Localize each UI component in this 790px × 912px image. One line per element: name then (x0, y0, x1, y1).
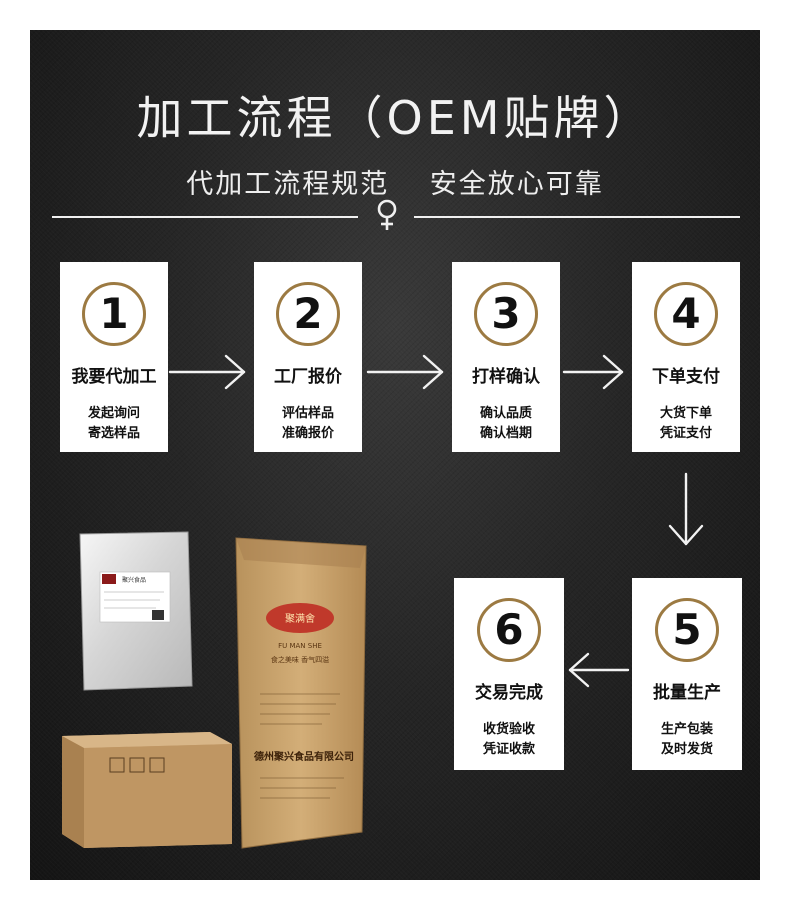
step-desc-line: 生产包装 (660, 722, 713, 737)
step-desc-line: 发起询问 (87, 406, 140, 421)
step-number: 5 (655, 598, 719, 662)
step-title: 下单支付 (652, 367, 720, 387)
step-card-6: 6 交易完成 收货验收 凭证收款 (454, 578, 564, 770)
pouch-label: 聚兴食品 (122, 576, 146, 584)
step-desc-line: 寄选样品 (87, 426, 140, 441)
step-desc-line: 凭证收款 (482, 742, 535, 757)
step-number: 4 (654, 282, 718, 346)
female-symbol-icon (377, 199, 397, 230)
step-number: 3 (474, 282, 538, 346)
step-description: 大货下单 凭证支付 (632, 404, 740, 444)
bag-slogan: 食之美味 香气四溢 (271, 655, 329, 664)
step-title: 工厂报价 (274, 367, 342, 387)
step-desc-line: 及时发货 (660, 742, 713, 757)
divider-line-left (52, 216, 358, 218)
step-desc-line: 确认品质 (479, 406, 532, 421)
step-number: 6 (477, 598, 541, 662)
step-card-2: 2 工厂报价 评估样品 准确报价 (254, 262, 362, 452)
process-board: 加工流程（OEM贴牌） 代加工流程规范 安全放心可靠 1 我要代加工 发起询问 … (30, 30, 760, 880)
step-desc-line: 准确报价 (281, 426, 334, 441)
step-desc-line: 大货下单 (659, 406, 712, 421)
step-title: 批量生产 (653, 683, 721, 703)
step-title: 打样确认 (472, 367, 540, 387)
bag-company: 德州聚兴食品有限公司 (253, 750, 354, 763)
product-packaging-image: 聚兴食品 聚满舍 FU MAN SHE 食之美味 香气四溢 (62, 531, 367, 849)
bag-brand: 聚满舍 (285, 612, 315, 625)
step-number: 1 (82, 282, 146, 346)
divider-line-right (414, 216, 740, 218)
step-description: 评估样品 准确报价 (254, 404, 362, 444)
foil-pouch: 聚兴食品 (79, 531, 193, 691)
step-card-3: 3 打样确认 确认品质 确认档期 (452, 262, 560, 452)
step-desc-line: 收货验收 (482, 722, 535, 737)
cardboard-box (62, 732, 232, 848)
step-desc-line: 确认档期 (479, 426, 532, 441)
step-desc-line: 凭证支付 (659, 426, 712, 441)
step-title: 交易完成 (475, 683, 543, 703)
bag-pinyin: FU MAN SHE (278, 642, 322, 650)
step-desc-line: 评估样品 (281, 406, 334, 421)
step-title: 我要代加工 (71, 367, 157, 387)
step-card-4: 4 下单支付 大货下单 凭证支付 (632, 262, 740, 452)
page-subtitle: 代加工流程规范 安全放心可靠 (186, 169, 604, 200)
page-title: 加工流程（OEM贴牌） (136, 91, 654, 145)
step-card-1: 1 我要代加工 发起询问 寄选样品 (60, 262, 168, 452)
step-number: 2 (276, 282, 340, 346)
step-card-5: 5 批量生产 生产包装 及时发货 (632, 578, 742, 770)
step-description: 确认品质 确认档期 (452, 404, 560, 444)
step-description: 生产包装 及时发货 (632, 720, 742, 760)
step-description: 发起询问 寄选样品 (60, 404, 168, 444)
kraft-bag: 聚满舍 FU MAN SHE 食之美味 香气四溢 德州聚兴食品有限公司 (235, 537, 367, 849)
step-description: 收货验收 凭证收款 (454, 720, 564, 760)
